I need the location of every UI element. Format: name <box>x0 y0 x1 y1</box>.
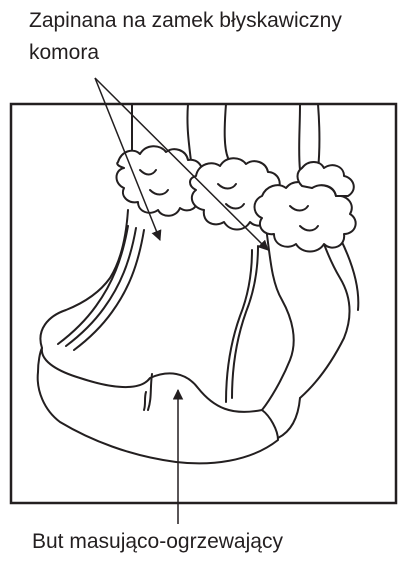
massage-heating-boot-label: But masująco-ogrzewający <box>32 527 283 557</box>
zipper-side <box>226 246 258 402</box>
fur-cuffs <box>117 146 356 251</box>
picture-frame <box>11 104 396 503</box>
